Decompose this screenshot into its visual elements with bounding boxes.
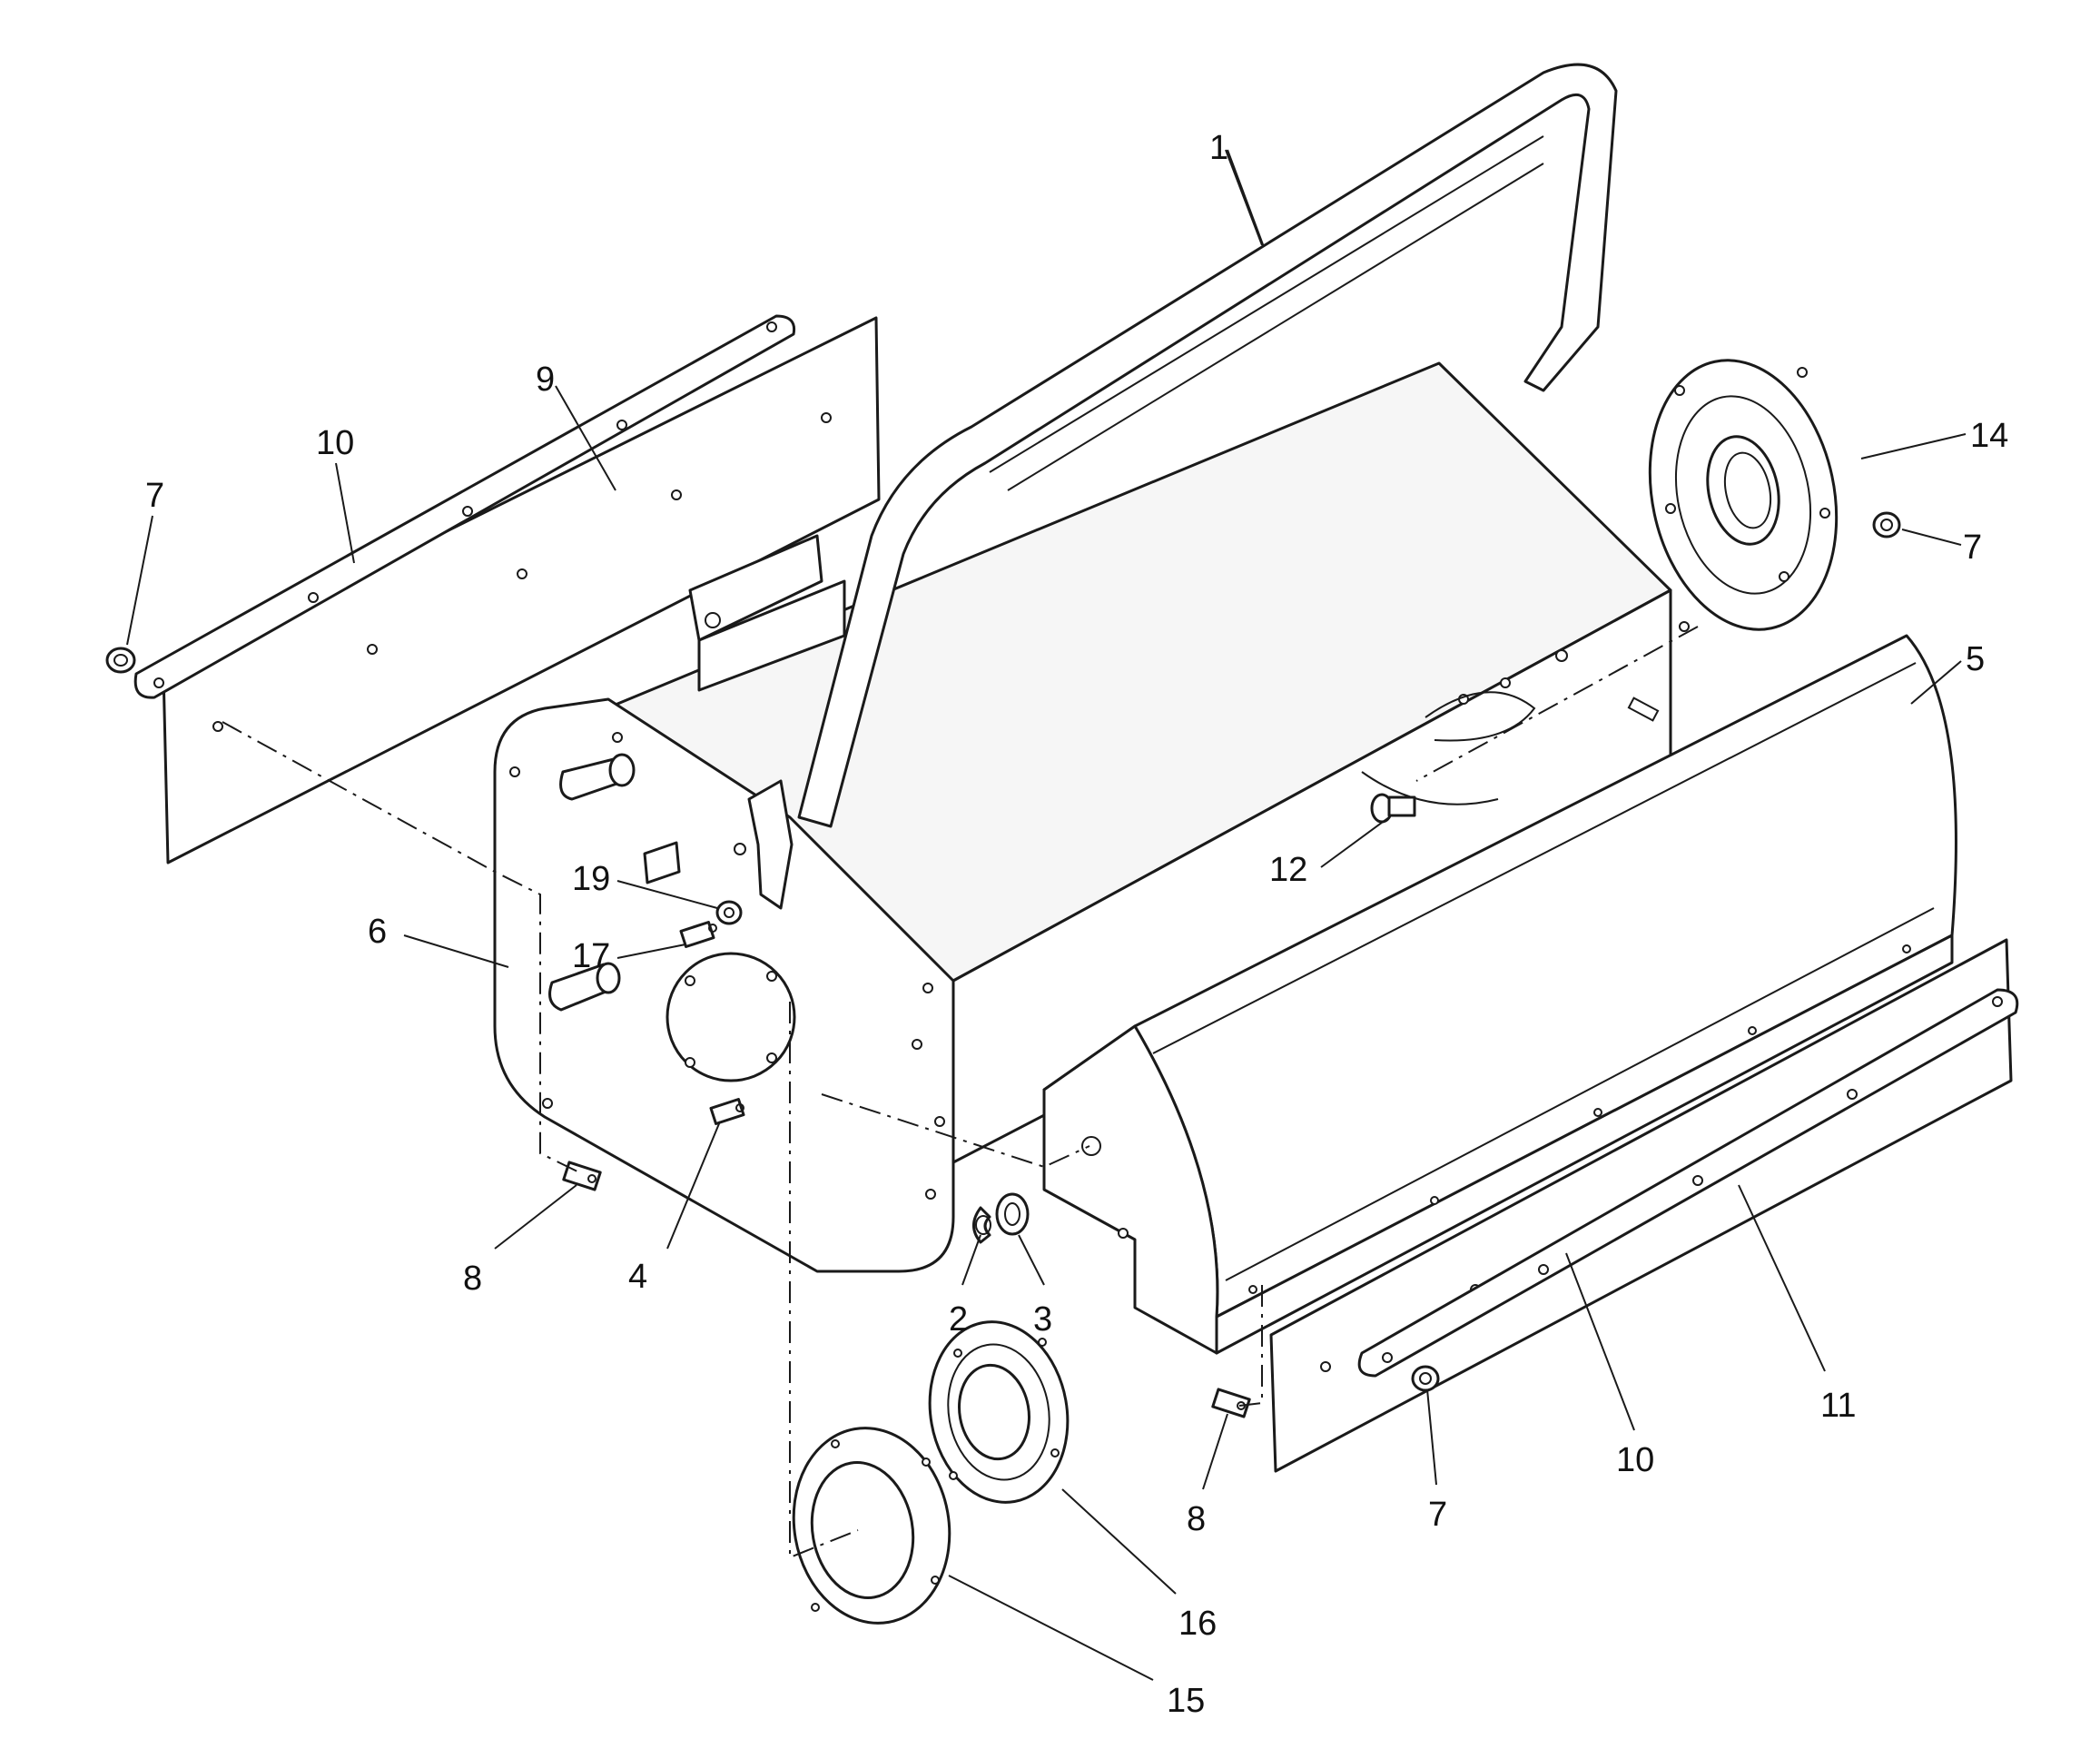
clip-part-2 <box>972 1206 991 1244</box>
callout-7b: 7 <box>1963 529 1982 567</box>
screw-part-17 <box>679 920 717 949</box>
bolt-part-12 <box>1370 793 1416 824</box>
strip-upper-left <box>133 314 796 699</box>
leader-lines <box>126 149 1967 1681</box>
screw-part-4 <box>709 1097 745 1126</box>
screw-part-8-left <box>562 1161 602 1191</box>
strip-lower-right <box>1357 988 2019 1378</box>
nut-right <box>1872 511 1901 538</box>
callout-2: 2 <box>949 1300 968 1339</box>
assembly-lines <box>222 626 1699 1559</box>
nut-part-19 <box>715 900 743 925</box>
callout-1: 1 <box>1209 129 1228 167</box>
callout-3: 3 <box>1033 1300 1052 1339</box>
callout-16: 16 <box>1178 1605 1217 1643</box>
callout-8a: 8 <box>463 1260 482 1298</box>
callout-15: 15 <box>1167 1682 1205 1720</box>
callout-labels: 1 2 3 4 5 6 7 7 7 8 8 9 10 10 11 12 14 1… <box>145 129 2008 1720</box>
callout-7c: 7 <box>1428 1496 1447 1534</box>
callout-9: 9 <box>536 361 555 399</box>
flange-plate-right <box>1648 359 1839 632</box>
callout-7a: 7 <box>145 477 164 515</box>
callout-6: 6 <box>368 913 387 951</box>
seal-plate-15 <box>792 1427 951 1625</box>
callout-17: 17 <box>572 937 610 975</box>
callout-4: 4 <box>628 1258 647 1296</box>
callout-19: 19 <box>572 860 610 898</box>
nut-lower-right <box>1411 1365 1440 1392</box>
callout-10a: 10 <box>316 424 354 462</box>
handle-bar <box>797 63 1618 828</box>
washer-part-3 <box>995 1192 1030 1236</box>
front-cover <box>1042 634 1957 1355</box>
screw-part-8-right <box>1211 1388 1251 1418</box>
callout-12: 12 <box>1269 851 1307 889</box>
callout-11: 11 <box>1820 1387 1856 1425</box>
nut-upper-left <box>105 647 136 674</box>
flap-upper-left <box>162 316 881 865</box>
callout-5: 5 <box>1966 640 1985 678</box>
callout-8b: 8 <box>1187 1500 1206 1538</box>
callout-14: 14 <box>1970 417 2008 455</box>
callout-10b: 10 <box>1616 1441 1654 1479</box>
side-plate-left <box>493 697 955 1273</box>
bearing-flange-16 <box>928 1320 1070 1504</box>
